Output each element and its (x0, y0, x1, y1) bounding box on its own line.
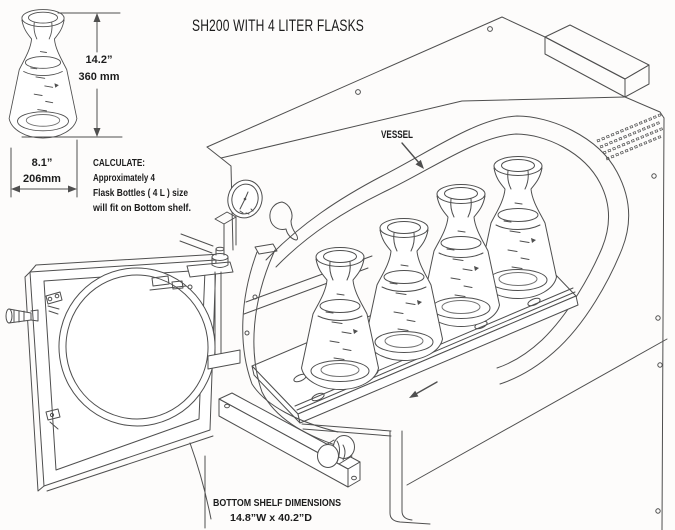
vessel-callout-arrow (401, 142, 424, 169)
door-hinge (186, 246, 241, 370)
flask-width-mm: 206mm (23, 173, 61, 185)
height-dimension (21, 12, 123, 138)
dimension-drawing (8, 9, 123, 198)
front-panel-details (179, 157, 373, 336)
sight-port (269, 201, 298, 241)
front-corner-post (389, 430, 431, 525)
calculate-note-line4: will fit on Bottom shelf. (92, 202, 191, 214)
shelf-roller (317, 435, 355, 468)
panel-screws (355, 26, 663, 514)
vessel-label: VESSEL (381, 129, 413, 141)
top-vent-box (544, 24, 650, 98)
autoclave-door (5, 253, 222, 492)
width-dimension (10, 139, 78, 198)
vessel-rim-inner (275, 133, 609, 369)
vessel-opening (265, 115, 630, 385)
door-plate (58, 267, 216, 427)
door-latch-hardware (45, 275, 193, 430)
front-left-edge (220, 157, 234, 251)
vessel-rim-outer (265, 115, 630, 385)
flask-width-inches: 8.1” (32, 157, 53, 169)
shelf-slide-arrow (409, 381, 438, 398)
calculate-note-line2: Approximately 4 (93, 172, 155, 184)
flasks-on-shelf (301, 156, 557, 390)
front-bottom-edge (406, 338, 668, 486)
flask-2 (365, 218, 443, 361)
door-handle (5, 308, 39, 324)
leader-lines (189, 442, 212, 529)
door-mount-post (179, 211, 237, 254)
flask-height-mm: 360 mm (79, 71, 120, 83)
cabinet-body (206, 16, 668, 530)
calculate-note-line1: CALCULATE: (93, 157, 145, 169)
bottom-shelf-size: 14.8”W x 40.2”D (230, 512, 312, 524)
reference-flask (8, 9, 78, 139)
pressure-gauge (227, 179, 263, 219)
cabinet-right-edge (661, 117, 665, 530)
calculate-note-line3: Flask Bottles ( 4 L ) size (93, 187, 188, 199)
diagram-title: SH200 WITH 4 LITER FLASKS (192, 17, 364, 35)
vent-grille (596, 113, 663, 161)
diagram-text: SH200 WITH 4 LITER FLASKS 14.2” 360 mm 8… (23, 17, 413, 524)
shelf-underside-edge (301, 423, 392, 437)
bottom-shelf-heading: BOTTOM SHELF DIMENSIONS (213, 497, 341, 509)
flask-height-inches: 14.2” (86, 54, 113, 66)
